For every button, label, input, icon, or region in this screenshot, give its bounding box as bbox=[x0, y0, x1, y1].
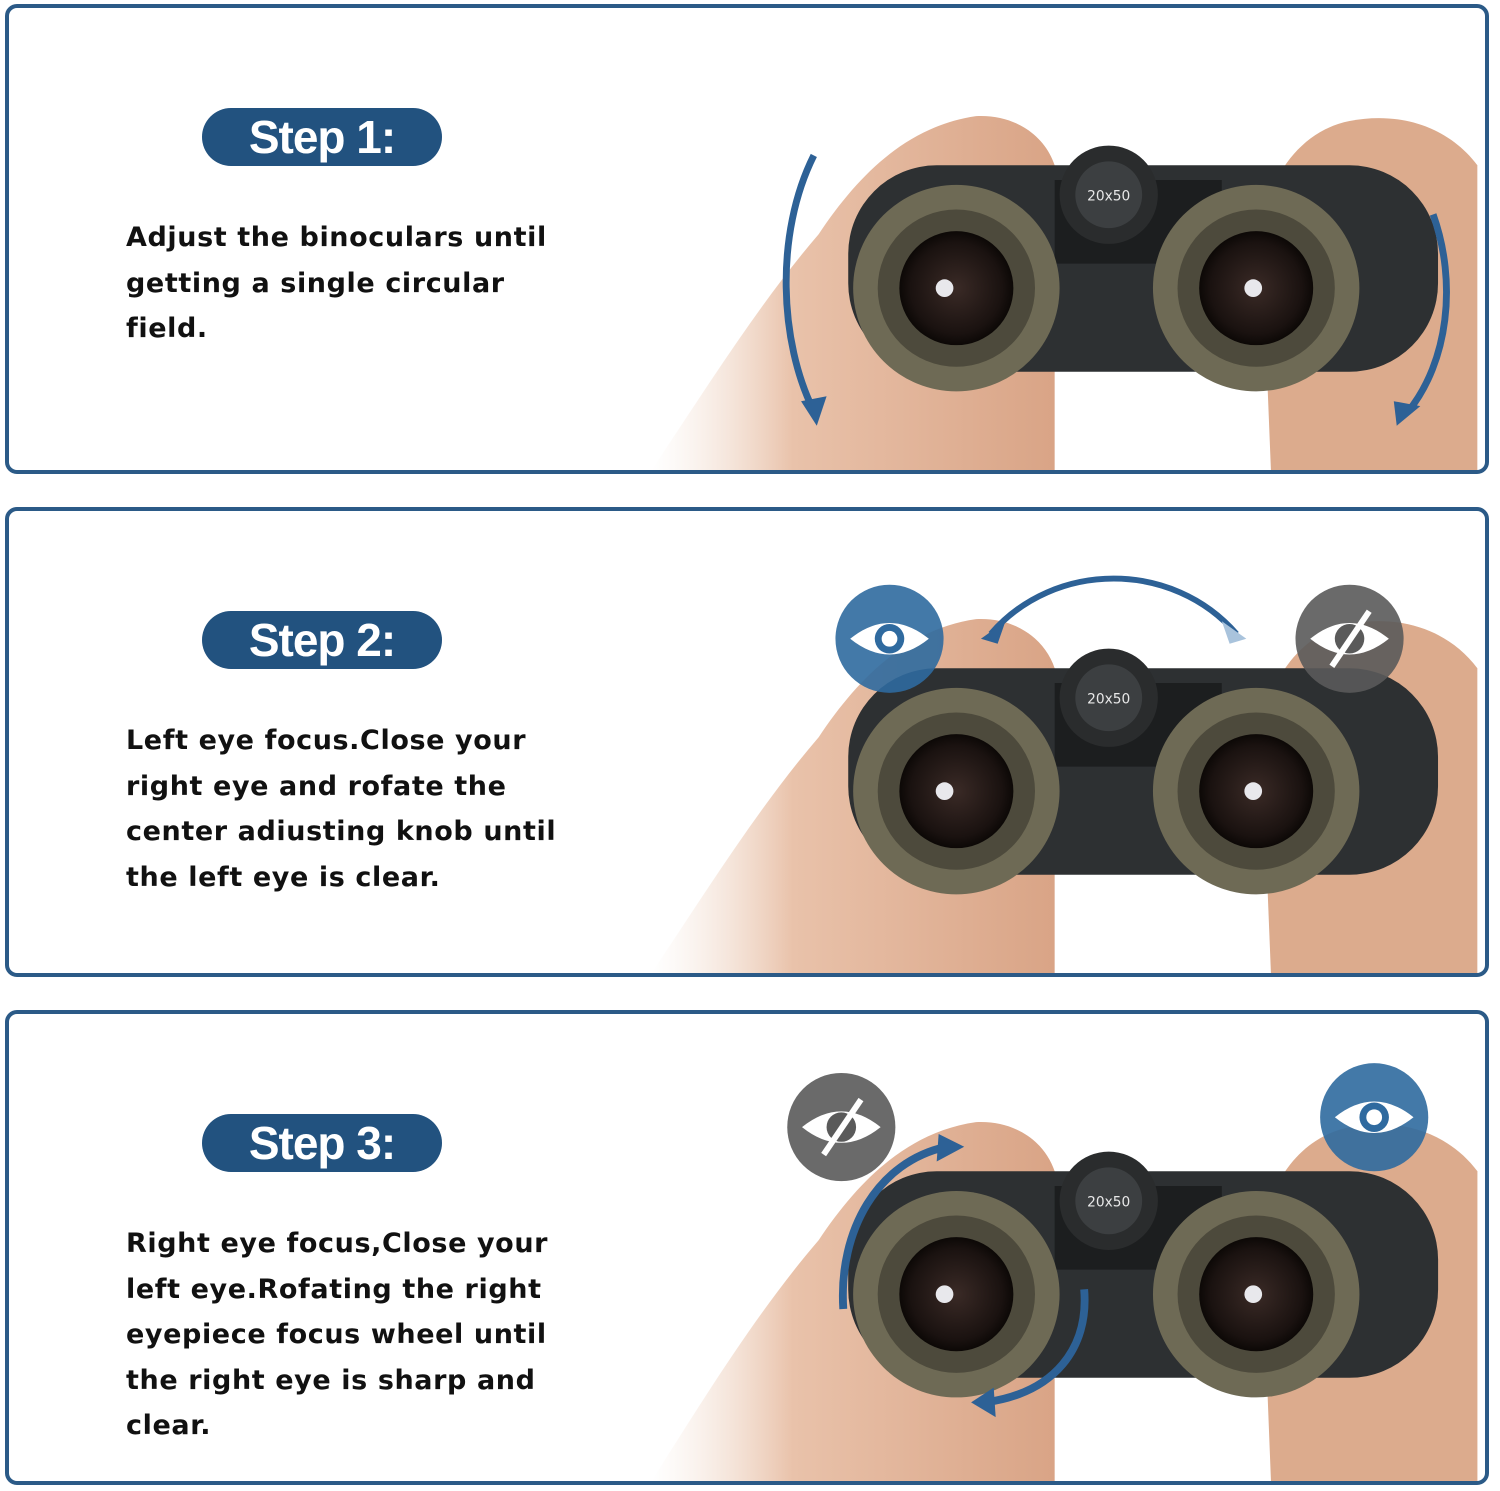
curved-arrow-left bbox=[782, 153, 817, 413]
eye-open-icon bbox=[835, 584, 944, 693]
left-lens bbox=[899, 231, 1014, 346]
eye-closed-icon bbox=[1295, 584, 1404, 693]
step-1-badge: Step 1: bbox=[202, 108, 442, 166]
step-3-panel: Step 3: Right eye focus,Close your left … bbox=[5, 1010, 1489, 1485]
binoculars-image: 20x50 bbox=[585, 8, 1485, 470]
model-label: 20x50 bbox=[1087, 1195, 1130, 1211]
binoculars-illustration: 20x50 bbox=[651, 575, 1478, 973]
step-3-badge: Step 3: bbox=[202, 1114, 442, 1172]
curved-arrow-right bbox=[1405, 213, 1450, 414]
binoculars-image: 20x50 bbox=[585, 511, 1485, 973]
step-2-description: Left eye focus.Close your right eye and … bbox=[126, 725, 557, 893]
binoculars-illustration: 20x50 bbox=[651, 1063, 1478, 1481]
step-2-badge: Step 2: bbox=[202, 611, 442, 669]
binoculars-illustration: 20x50 bbox=[651, 116, 1478, 470]
binoculars-image: 20x50 bbox=[585, 1014, 1485, 1481]
eye-open-icon bbox=[1320, 1063, 1429, 1172]
rotate-arrow-icon bbox=[838, 1142, 948, 1310]
model-label: 20x50 bbox=[1087, 189, 1130, 205]
eye-closed-icon bbox=[787, 1072, 896, 1182]
double-arrow-icon bbox=[988, 575, 1239, 636]
step-2-panel: Step 2: Left eye focus.Close your right … bbox=[5, 507, 1489, 977]
model-label: 20x50 bbox=[1087, 692, 1130, 708]
left-lens bbox=[899, 1237, 1014, 1352]
step-1-description: Adjust the binoculars until getting a si… bbox=[126, 222, 547, 344]
left-lens bbox=[899, 734, 1014, 849]
step-1-panel: Step 1: Adjust the binoculars until gett… bbox=[5, 4, 1489, 474]
step-3-description: Right eye focus,Close your left eye.Rofa… bbox=[126, 1228, 549, 1441]
